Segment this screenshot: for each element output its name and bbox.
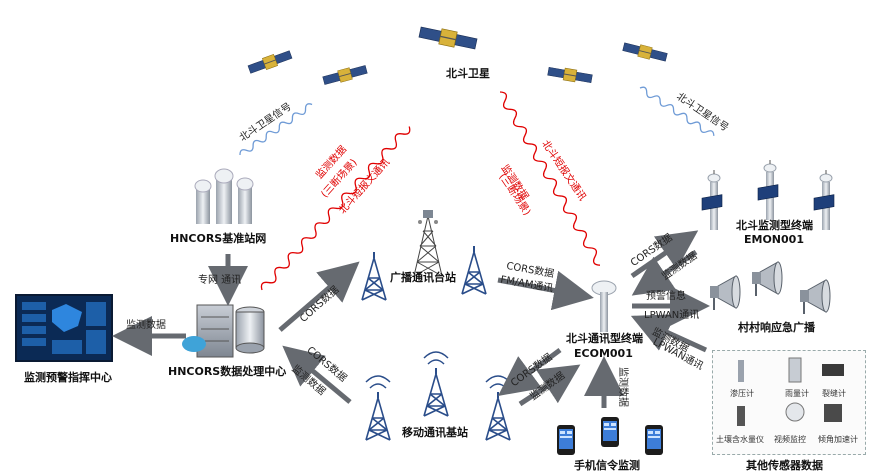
red-wave-right <box>499 91 601 266</box>
sensor-label-2: 雨量计 <box>785 389 809 398</box>
command-label: 监测预警指挥中心 <box>24 371 112 384</box>
sensor-label-5: 视频监控 <box>774 435 806 444</box>
sensor-label-3: 裂缝计 <box>822 389 846 398</box>
arrow-ecom-to-mobile <box>497 347 562 396</box>
arrow-mobile-to-ecom <box>518 364 581 407</box>
processing-label: HNCORS数据处理中心 <box>168 365 287 378</box>
crack-meter-icon <box>822 364 844 376</box>
station-net-label: HNCORS基准站网 <box>170 232 267 245</box>
piezometer-icon <box>738 360 744 382</box>
camera-icon <box>785 402 805 422</box>
blue-wave-left <box>239 103 313 156</box>
emon-label-2: EMON001 <box>744 233 804 246</box>
lpwan-label-1: LPWAN通讯 <box>644 310 700 321</box>
arrow-broadcast-to-ecom <box>497 270 594 311</box>
satellite-label: 北斗卫星 <box>446 67 490 80</box>
sensor-label-1: 渗压计 <box>730 389 754 398</box>
mobile-station-label: 移动通讯基站 <box>402 426 468 439</box>
broadcast-station-label: 广播通讯台站 <box>390 271 456 284</box>
warning-info-label: 预警信息 <box>646 291 686 302</box>
ecom-label-2: ECOM001 <box>574 347 633 360</box>
arrow-emon-to-ecom <box>631 249 698 296</box>
village-broadcast-label: 村村响应急广播 <box>738 321 815 334</box>
rain-gauge-icon <box>788 357 802 383</box>
blue-wave-right <box>639 86 715 136</box>
emon-label-1: 北斗监测型终端 <box>736 219 813 232</box>
sensor-label-6: 倾角加速计 <box>818 435 858 444</box>
private-net-label: 专网 通讯 <box>198 275 242 286</box>
red-wave-left <box>260 126 411 291</box>
sensors-title-label: 其他传感器数据 <box>746 459 823 472</box>
arrow-mobile-to-processing <box>282 345 352 404</box>
ecom-label-1: 北斗通讯型终端 <box>566 332 643 345</box>
phone-monitor-data-label: 监测数据 <box>617 367 628 407</box>
flow-arrows <box>112 230 710 408</box>
station-net-icon <box>194 168 254 224</box>
arrow-processing-to-broadcast <box>278 261 360 332</box>
sensor-label-4: 土壤含水量仪 <box>716 435 764 444</box>
soil-moisture-icon <box>737 406 745 426</box>
arrow-sensors-to-ecom <box>630 314 708 353</box>
inclinometer-icon <box>824 404 842 422</box>
phone-monitor-label: 手机信令监测 <box>574 459 640 472</box>
monitor-to-command-label: 监测数据 <box>126 320 166 331</box>
